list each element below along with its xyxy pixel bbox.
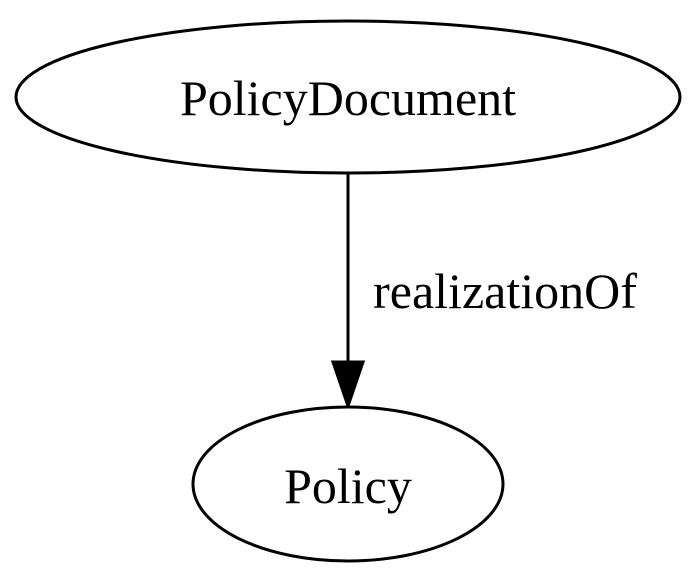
node-policy-document-label: PolicyDocument bbox=[180, 70, 516, 126]
edge-arrowhead bbox=[330, 360, 366, 411]
node-policy-label: Policy bbox=[284, 458, 412, 514]
node-policy-shape bbox=[191, 405, 505, 563]
node-policy-document[interactable]: PolicyDocument bbox=[14, 19, 682, 175]
edge-realization-of[interactable]: realizationOf bbox=[330, 173, 637, 411]
edge-label: realizationOf bbox=[373, 263, 637, 319]
node-policy[interactable]: Policy bbox=[191, 405, 505, 563]
